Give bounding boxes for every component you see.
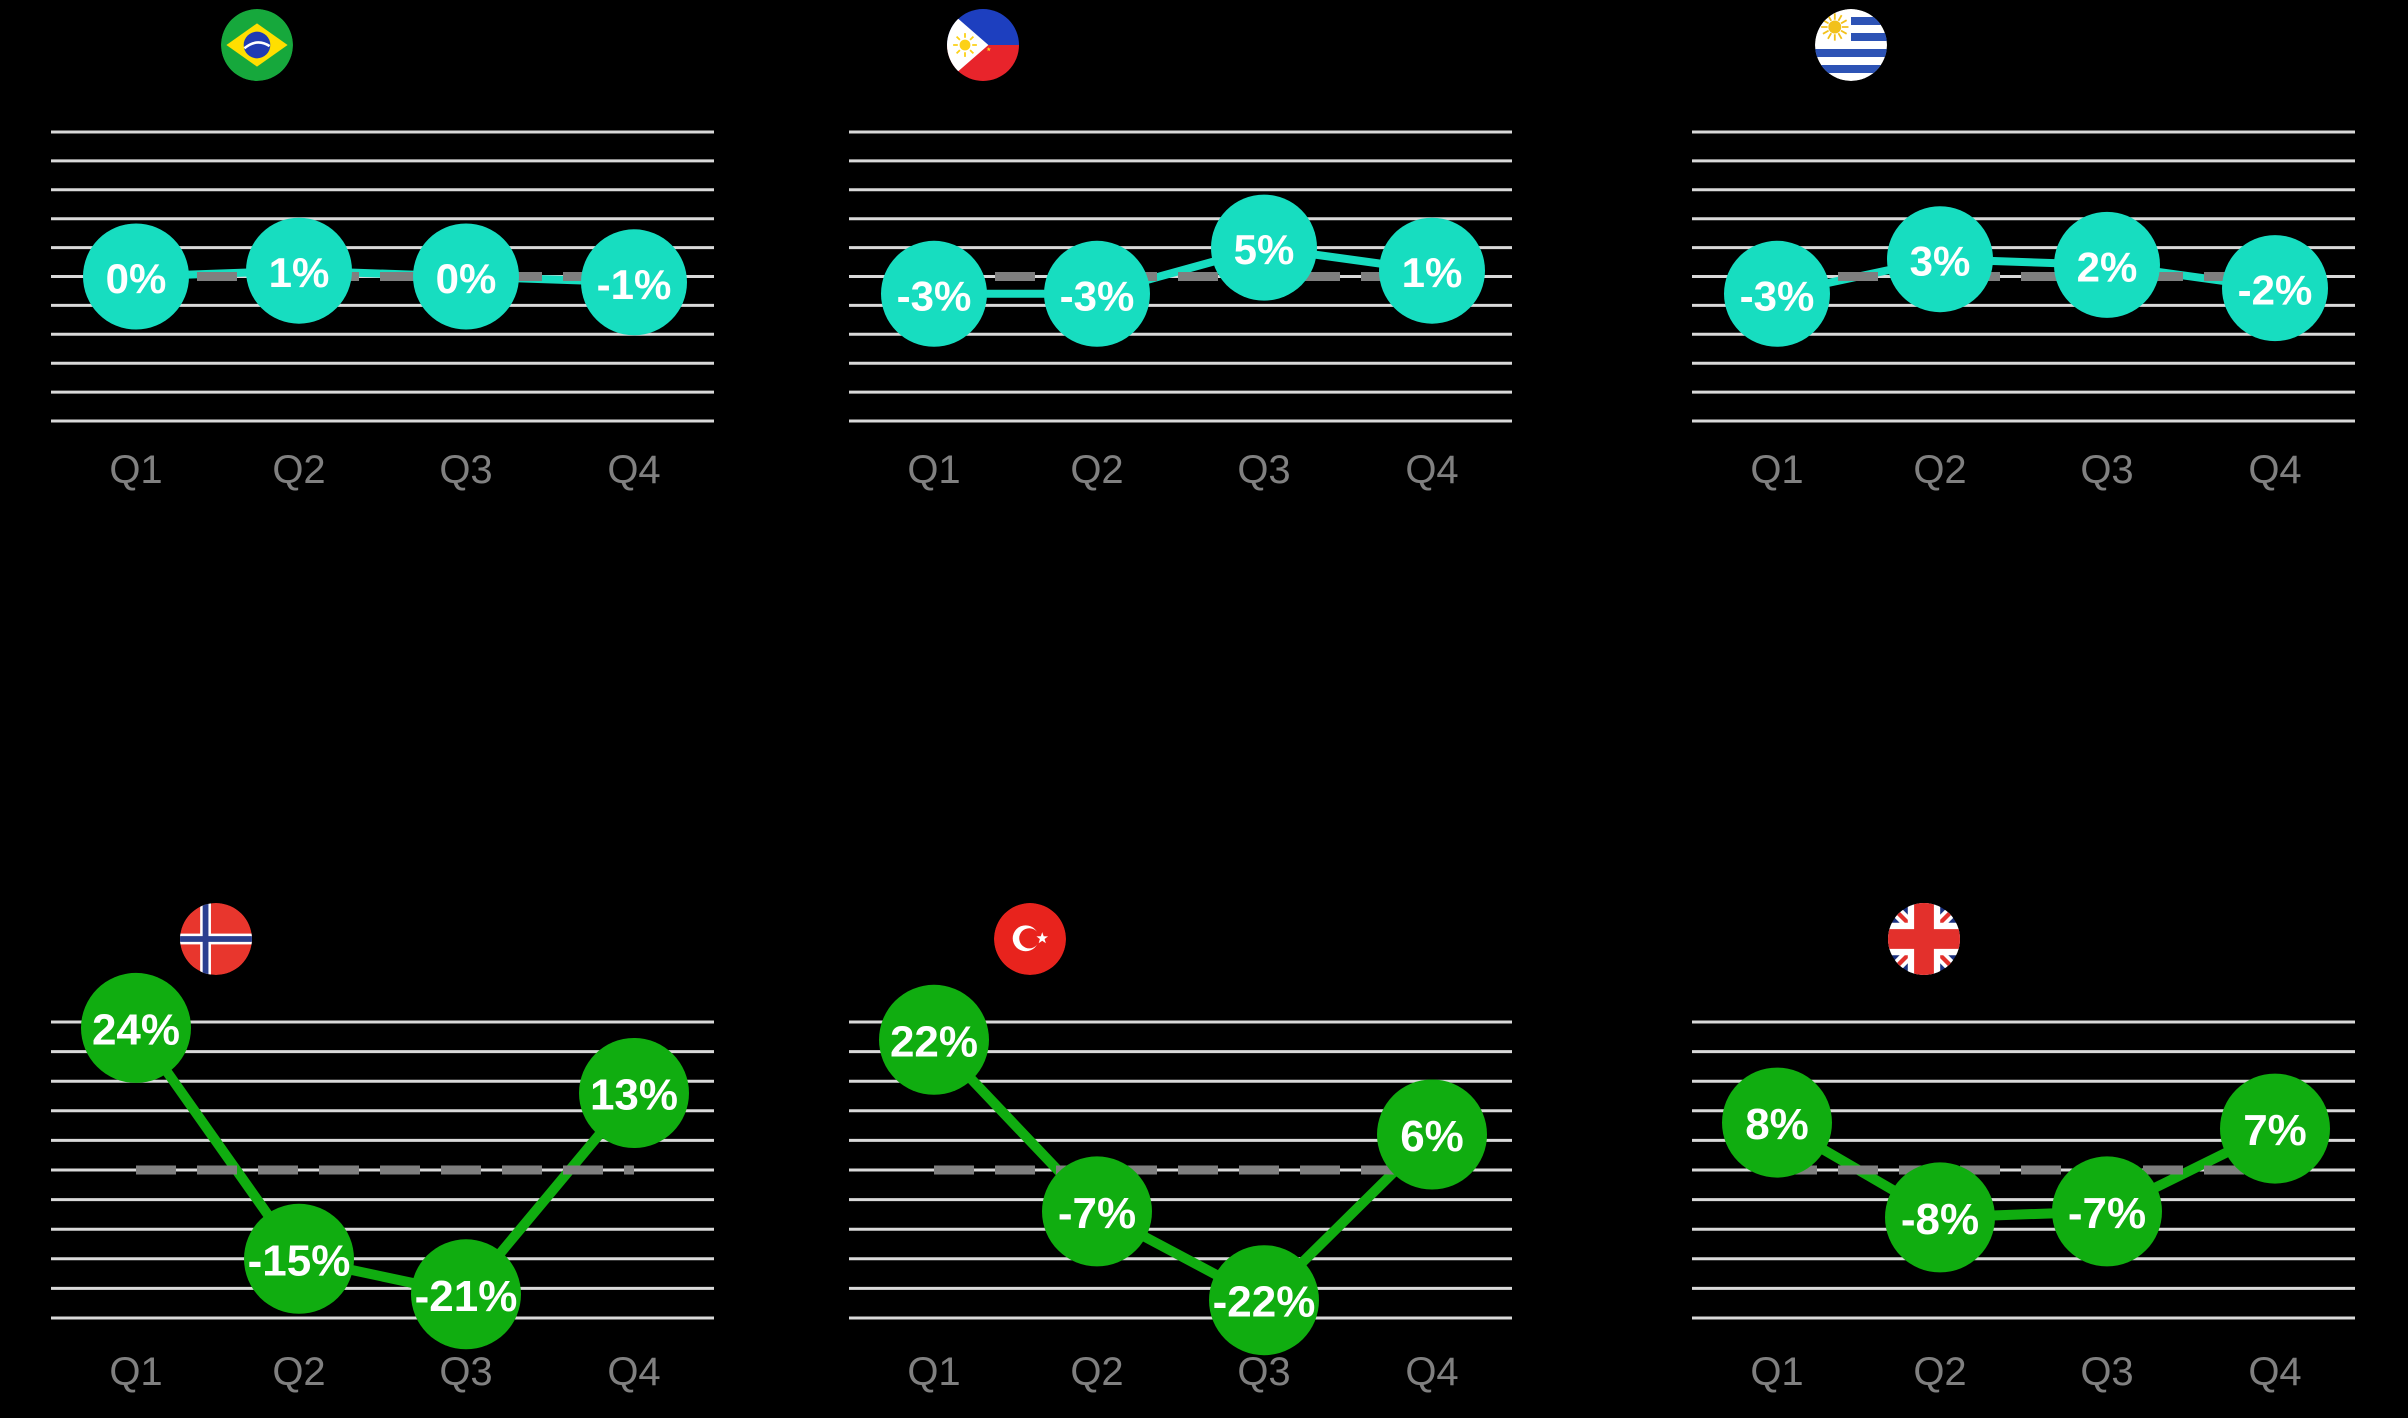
- x-tick-label: Q3: [2080, 448, 2133, 492]
- chart-philippines: -3% -3% 5% 1% Q1 Q2 Q3 Q4: [849, 9, 1512, 492]
- chart-norway: 24% -15% -21% 13% Q1 Q2 Q3 Q4: [51, 903, 714, 1394]
- data-point-label: -3%: [897, 272, 972, 319]
- x-tick-label: Q2: [272, 1350, 325, 1394]
- uruguay-flag-icon: [1815, 9, 1887, 81]
- data-point-label: -2%: [2238, 267, 2313, 314]
- data-point-label: -22%: [1213, 1278, 1316, 1327]
- x-tick-label: Q4: [1405, 448, 1458, 492]
- uruguay-flag-art: [1815, 9, 1887, 81]
- data-point-label: 1%: [1402, 249, 1463, 296]
- united-kingdom-flag-art: [1888, 903, 1960, 975]
- chart-uruguay: -3% 3% 2% -2% Q1 Q2 Q3 Q4: [1692, 9, 2355, 492]
- data-point-marker: [581, 229, 687, 336]
- series-line: [929, 1034, 1437, 1307]
- x-tick-label: Q3: [1237, 448, 1290, 492]
- gridlines: [849, 1020, 1512, 1320]
- data-point-label: 5%: [1234, 226, 1295, 273]
- philippines-flag-icon: [947, 9, 1019, 81]
- x-tick-label: Q2: [272, 448, 325, 492]
- data-point-marker: [1379, 217, 1485, 324]
- data-point-marker: [1209, 1245, 1319, 1356]
- x-tick-label: Q4: [607, 1350, 660, 1394]
- data-point-label: 24%: [92, 1005, 180, 1054]
- data-point-marker: [1722, 1067, 1832, 1178]
- norway-flag-art: [180, 903, 252, 975]
- data-point-label: 2%: [2077, 243, 2138, 290]
- data-point-label: 13%: [590, 1071, 678, 1120]
- data-point-marker: [411, 1239, 521, 1350]
- x-tick-label: Q3: [1237, 1350, 1290, 1394]
- x-tick-label: Q1: [1750, 1350, 1803, 1394]
- data-point-label: -15%: [248, 1236, 351, 1285]
- x-tick-label: Q1: [907, 448, 960, 492]
- x-tick-label: Q3: [439, 1350, 492, 1394]
- data-point-marker: [2052, 1156, 2162, 1267]
- data-point-label: -3%: [1060, 272, 1135, 319]
- data-point-marker: [244, 1203, 354, 1314]
- data-point-marker: [1042, 1156, 1152, 1267]
- x-tick-label: Q3: [2080, 1350, 2133, 1394]
- data-point-marker: [1044, 240, 1150, 347]
- turkey-flag-art: [994, 903, 1066, 975]
- data-point-label: -21%: [415, 1272, 518, 1321]
- x-tick-label: Q4: [1405, 1350, 1458, 1394]
- x-tick-label: Q1: [907, 1350, 960, 1394]
- data-point-marker: [413, 223, 519, 330]
- brazil-flag-art: [221, 9, 293, 81]
- data-point-label: 0%: [436, 255, 497, 302]
- series-line: [930, 243, 1436, 298]
- x-tick-label: Q4: [607, 448, 660, 492]
- data-point-marker: [246, 217, 352, 324]
- x-tick-label: Q2: [1913, 1350, 1966, 1394]
- x-tick-label: Q2: [1070, 1350, 1123, 1394]
- data-point-marker: [879, 984, 989, 1095]
- data-point-label: -1%: [597, 261, 672, 308]
- data-point-label: -8%: [1901, 1195, 1979, 1244]
- data-point-marker: [2054, 211, 2160, 318]
- data-point-label: 1%: [269, 249, 330, 296]
- series-line: [131, 1022, 639, 1300]
- data-point-label: 7%: [2243, 1106, 2307, 1155]
- x-tick-label: Q2: [1070, 448, 1123, 492]
- data-point-label: 8%: [1745, 1100, 1809, 1149]
- united-kingdom-flag-icon: [1888, 903, 1960, 975]
- data-point-label: -3%: [1740, 272, 1815, 319]
- data-point-label: 22%: [890, 1017, 978, 1066]
- data-point-label: 0%: [106, 255, 167, 302]
- chart-united-kingdom: 8% -8% -7% 7% Q1 Q2 Q3 Q4: [1692, 903, 2355, 1394]
- data-point-marker: [1887, 206, 1993, 313]
- data-point-label: -7%: [1058, 1189, 1136, 1238]
- data-point-label: 3%: [1910, 238, 1971, 285]
- data-point-marker: [1377, 1079, 1487, 1190]
- data-point-marker: [1885, 1162, 1995, 1273]
- brazil-flag-icon: [221, 9, 293, 81]
- x-tick-label: Q4: [2248, 1350, 2301, 1394]
- data-point-marker: [83, 223, 189, 330]
- x-tick-label: Q1: [109, 1350, 162, 1394]
- data-point-marker: [1211, 194, 1317, 301]
- x-tick-label: Q1: [1750, 448, 1803, 492]
- data-point-marker: [81, 972, 191, 1083]
- data-point-marker: [2220, 1073, 2330, 1184]
- x-tick-label: Q1: [109, 448, 162, 492]
- data-point-label: 6%: [1400, 1112, 1464, 1161]
- data-point-marker: [1724, 240, 1830, 347]
- x-tick-label: Q4: [2248, 448, 2301, 492]
- data-point-marker: [881, 240, 987, 347]
- x-tick-label: Q3: [439, 448, 492, 492]
- x-tick-label: Q2: [1913, 448, 1966, 492]
- philippines-flag-art: [947, 9, 1019, 81]
- chart-brazil: 0% 1% 0% -1% Q1 Q2 Q3 Q4: [51, 9, 714, 492]
- data-point-label: -7%: [2068, 1189, 2146, 1238]
- chart-turkey: 22% -7% -22% 6% Q1 Q2 Q3 Q4: [849, 903, 1512, 1394]
- norway-flag-icon: [180, 903, 252, 975]
- data-point-marker: [2222, 235, 2328, 342]
- turkey-flag-icon: [994, 903, 1066, 975]
- data-point-marker: [579, 1038, 689, 1148]
